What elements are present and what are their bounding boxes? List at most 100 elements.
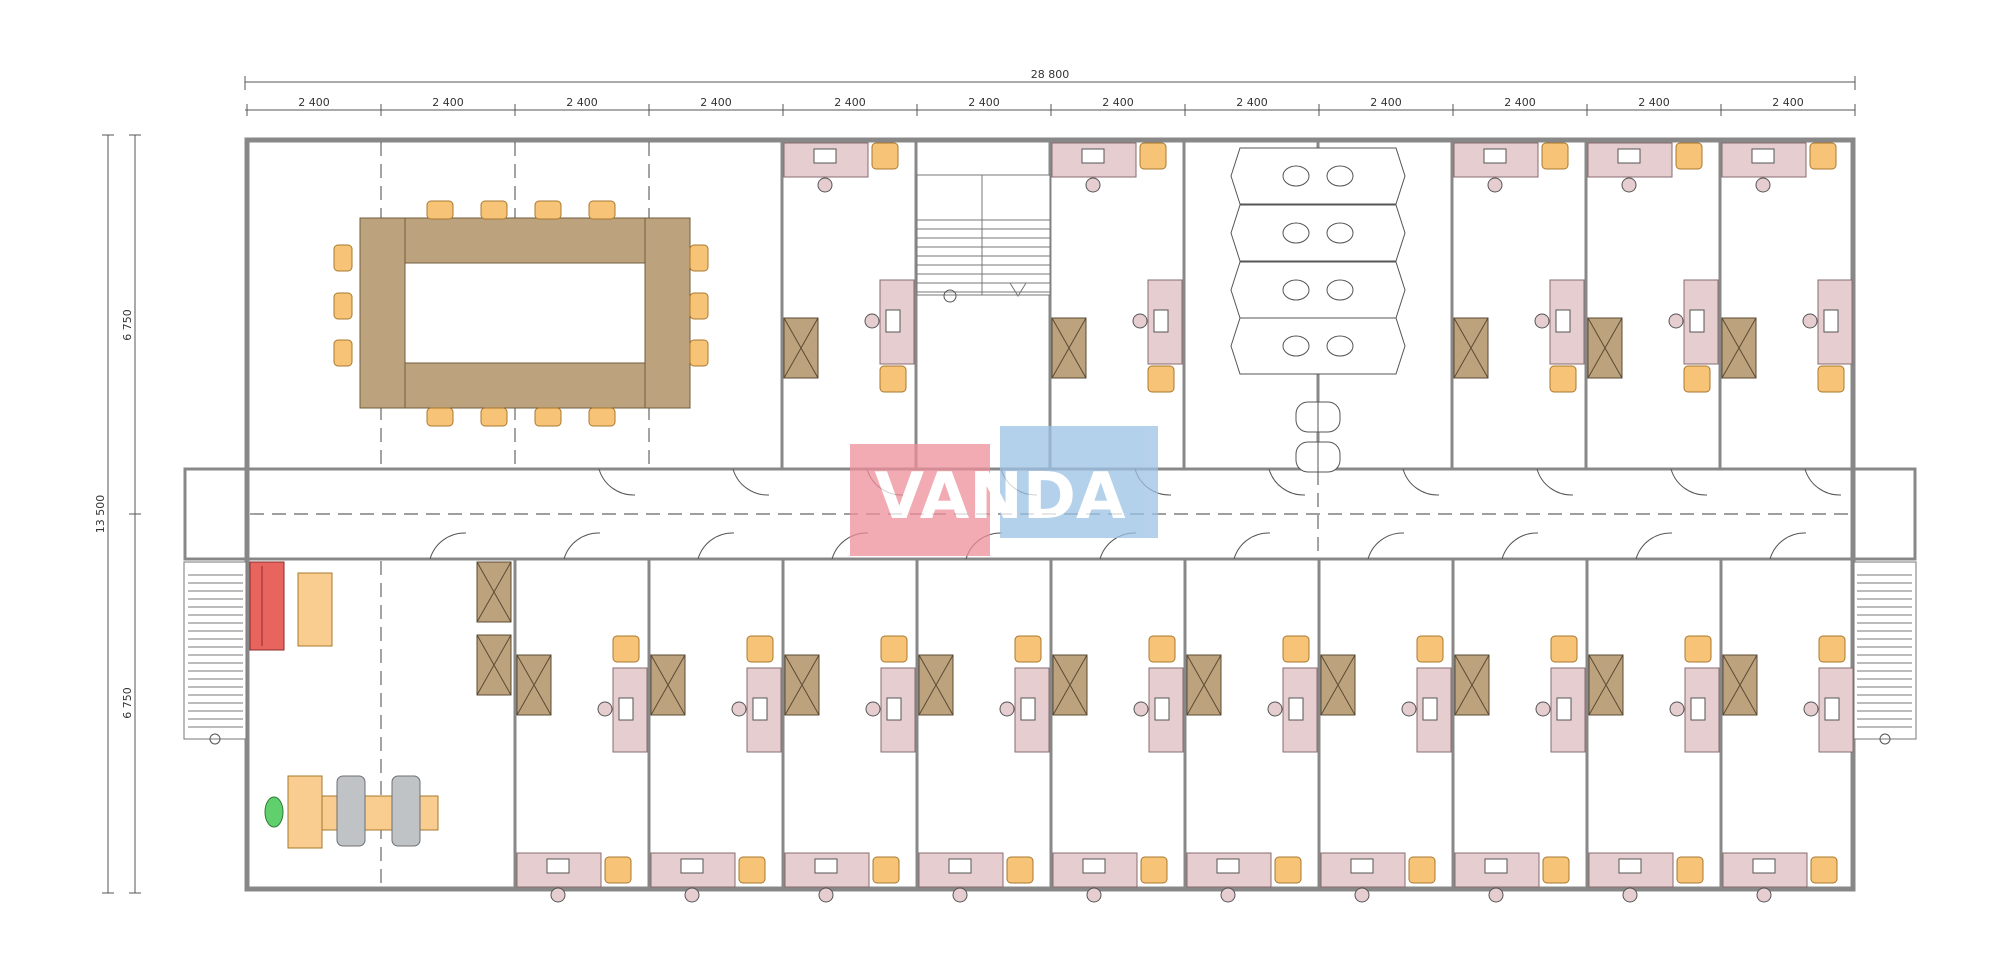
- computer-icon: [813, 148, 837, 164]
- chair: [1550, 635, 1578, 663]
- chair: [1818, 635, 1846, 663]
- half-depth-bottom-label: 6 750: [121, 687, 134, 719]
- chair: [1140, 856, 1168, 884]
- corridor-ends: [183, 467, 1917, 561]
- reception-room: [249, 561, 512, 849]
- cabinet-cross: [1454, 654, 1490, 716]
- wc-cubicle: [1230, 317, 1406, 375]
- office-chair: [1622, 887, 1638, 903]
- computer-icon: [1350, 858, 1374, 874]
- chair: [1675, 142, 1703, 170]
- door-swing: [1670, 468, 1708, 496]
- chair: [689, 292, 709, 320]
- toilet-icon: [1282, 222, 1310, 244]
- wc-cubicle: [1230, 147, 1406, 205]
- office-bottom: [1722, 635, 1854, 903]
- sofa: [249, 561, 285, 651]
- chair: [588, 200, 616, 220]
- module-width-label: 2 400: [432, 96, 464, 109]
- chair: [1408, 856, 1436, 884]
- chair: [480, 407, 508, 427]
- office-rooms: [516, 142, 1854, 903]
- cabinet-cross: [1186, 654, 1222, 716]
- external-stair-right: [1853, 561, 1917, 745]
- chair: [1810, 856, 1838, 884]
- chair: [738, 856, 766, 884]
- module-ticks: [246, 104, 1856, 116]
- chair: [534, 407, 562, 427]
- wc-cubicle: [1230, 204, 1406, 262]
- chair: [880, 635, 908, 663]
- office-chair: [1085, 177, 1101, 193]
- office-top: [1453, 142, 1585, 393]
- computer-icon: [1555, 309, 1571, 333]
- module-width-label: 2 400: [1102, 96, 1134, 109]
- chair: [612, 635, 640, 663]
- manager-desk: [287, 775, 323, 849]
- chair: [871, 142, 899, 170]
- chair: [588, 407, 616, 427]
- computer-icon: [1556, 697, 1572, 721]
- wc-block: [1230, 140, 1406, 473]
- cabinet-cross: [1051, 317, 1087, 379]
- cabinet-cross: [650, 654, 686, 716]
- chair: [689, 244, 709, 272]
- chair: [426, 407, 454, 427]
- cabinet-cross: [783, 317, 819, 379]
- chair: [1282, 635, 1310, 663]
- module-width-label: 2 400: [298, 96, 330, 109]
- office-chair: [1220, 887, 1236, 903]
- computer-icon: [1690, 697, 1706, 721]
- computer-icon: [1823, 309, 1839, 333]
- office-chair: [1267, 701, 1283, 717]
- cabinet-cross: [1587, 317, 1623, 379]
- office-top: [783, 142, 915, 393]
- office-chair: [1132, 313, 1148, 329]
- chair: [1683, 365, 1711, 393]
- chair: [1139, 142, 1167, 170]
- chair: [689, 339, 709, 367]
- module-width-label: 2 400: [834, 96, 866, 109]
- logo-right-block: [1000, 426, 1158, 538]
- office-bottom: [650, 635, 782, 903]
- cabinet-cross: [1722, 654, 1758, 716]
- office-chair: [1401, 701, 1417, 717]
- chair: [333, 292, 353, 320]
- door-swing: [1804, 468, 1842, 496]
- chair: [480, 200, 508, 220]
- total-width-label: 28 800: [1031, 68, 1070, 81]
- computer-icon: [948, 858, 972, 874]
- computer-icon: [1216, 858, 1240, 874]
- door-swing: [1635, 532, 1673, 560]
- cabinet-cross: [516, 654, 552, 716]
- computer-icon: [1020, 697, 1036, 721]
- office-chair: [1621, 177, 1637, 193]
- bottom-partitions: [513, 559, 1723, 889]
- chair: [746, 635, 774, 663]
- toilet-icon: [1326, 335, 1354, 357]
- chair: [333, 339, 353, 367]
- office-chair: [1354, 887, 1370, 903]
- office-top: [1721, 142, 1853, 393]
- left-dimensions: 13 500 6 750 6 750: [94, 134, 141, 894]
- door-swing: [1367, 532, 1405, 560]
- office-chair: [1756, 887, 1772, 903]
- office-chair: [818, 887, 834, 903]
- module-width-label: 2 400: [566, 96, 598, 109]
- guest-chair: [336, 775, 366, 847]
- computer-icon: [1154, 697, 1170, 721]
- office-bottom: [516, 635, 648, 903]
- office-chair: [1755, 177, 1771, 193]
- cabinet-cross: [1052, 654, 1088, 716]
- chair: [1809, 142, 1837, 170]
- logo-text: VANDA: [875, 460, 1126, 534]
- door-swing: [1536, 468, 1574, 496]
- door-swing: [429, 532, 467, 560]
- computer-icon: [1752, 858, 1776, 874]
- chair: [1006, 856, 1034, 884]
- computer-icon: [1484, 858, 1508, 874]
- office-top: [1051, 142, 1183, 393]
- module-width-label: 2 400: [1772, 96, 1804, 109]
- office-chair: [1802, 313, 1818, 329]
